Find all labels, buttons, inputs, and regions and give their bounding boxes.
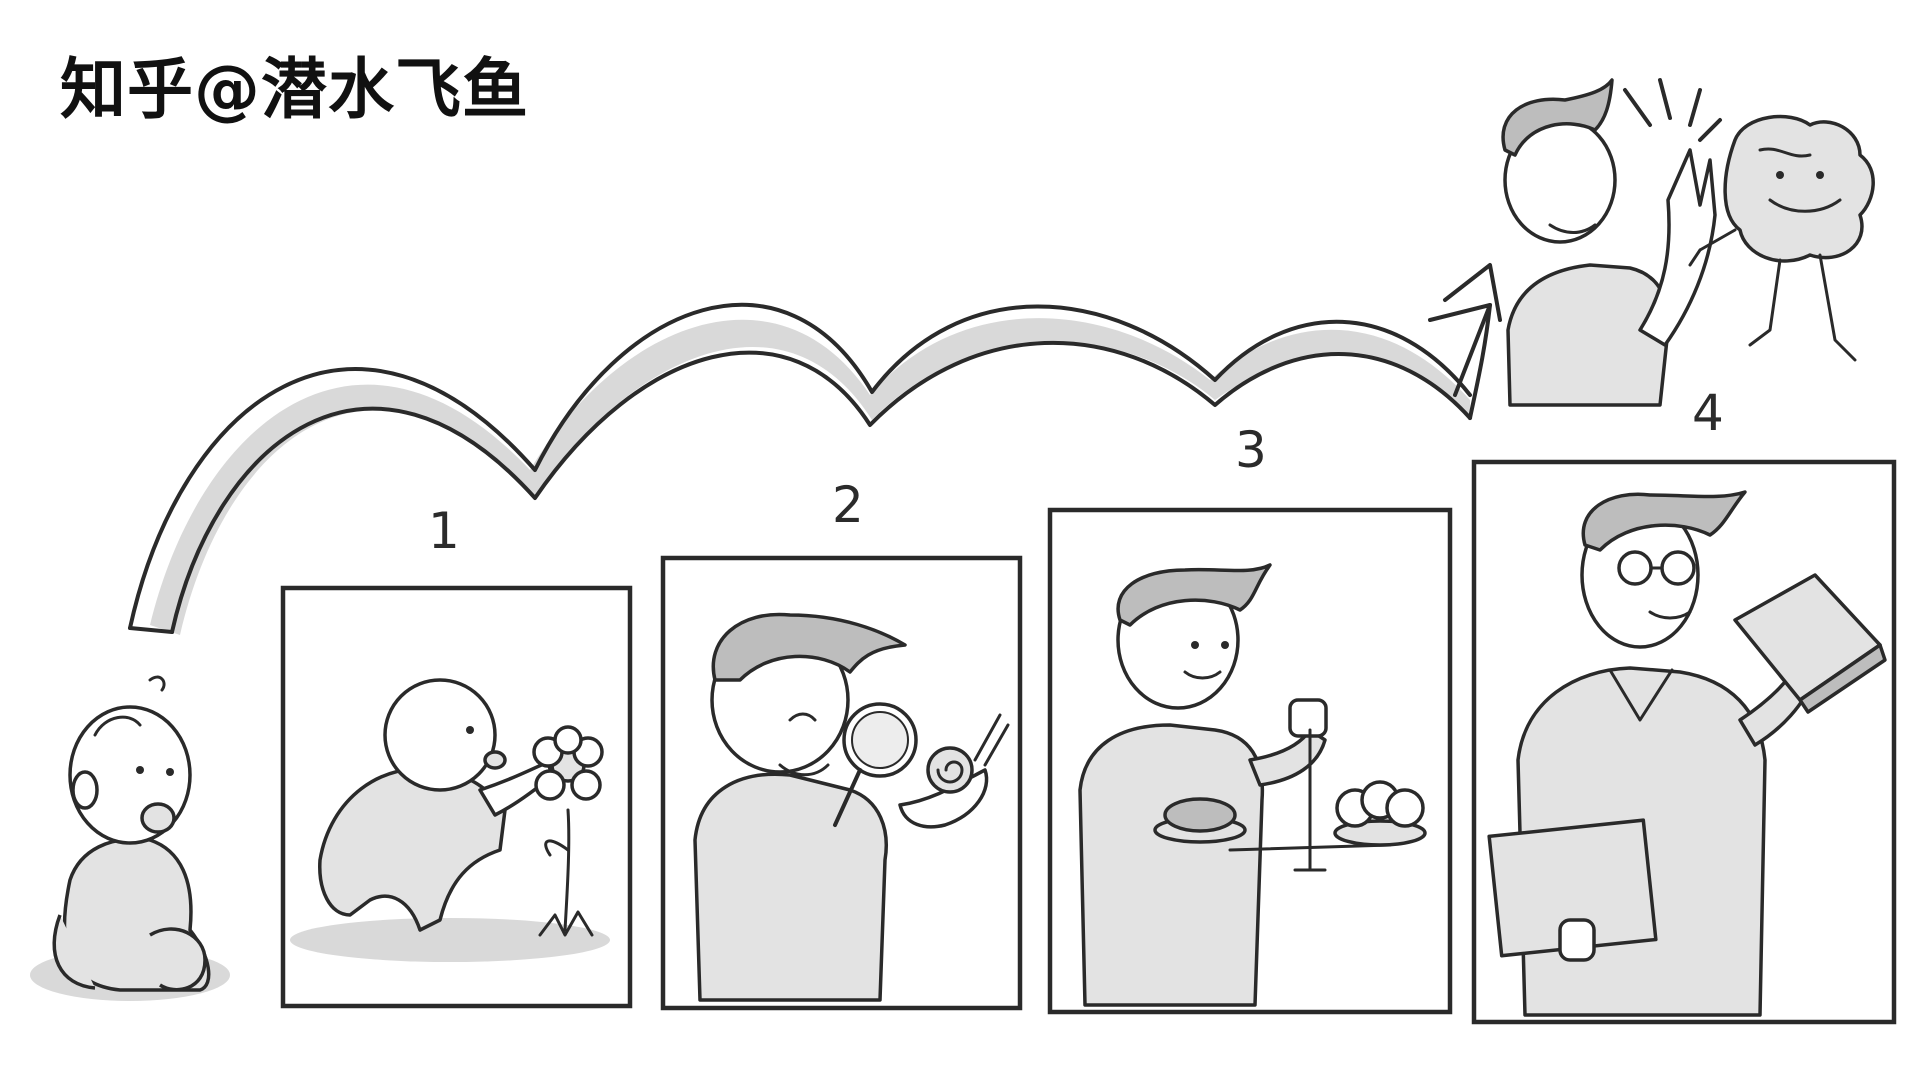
stage-number-1: 1 xyxy=(428,502,460,560)
stage-number-4: 4 xyxy=(1692,384,1724,442)
baby-with-pacifier-icon xyxy=(30,675,230,1001)
watermark-text: 知乎@潜水飞鱼 xyxy=(60,51,529,128)
panel-2: 2 xyxy=(660,476,1023,1011)
crawling-baby-and-flower-icon xyxy=(290,678,610,962)
stage-number-3: 3 xyxy=(1235,421,1267,479)
panel-1: 1 xyxy=(280,502,633,1009)
stage-number-2: 2 xyxy=(832,476,864,534)
boy-with-magnifying-glass-and-snail-icon xyxy=(693,612,1010,1002)
panel-3: 3 xyxy=(1047,421,1453,1015)
panel-4: 4 xyxy=(1471,384,1897,1025)
man-high-fiving-brain-icon xyxy=(1501,78,1875,407)
teen-with-balance-scale-icon xyxy=(1078,563,1427,1007)
growth-arrow-icon xyxy=(128,263,1502,635)
adult-with-glasses-and-book-icon xyxy=(1487,490,1887,1017)
